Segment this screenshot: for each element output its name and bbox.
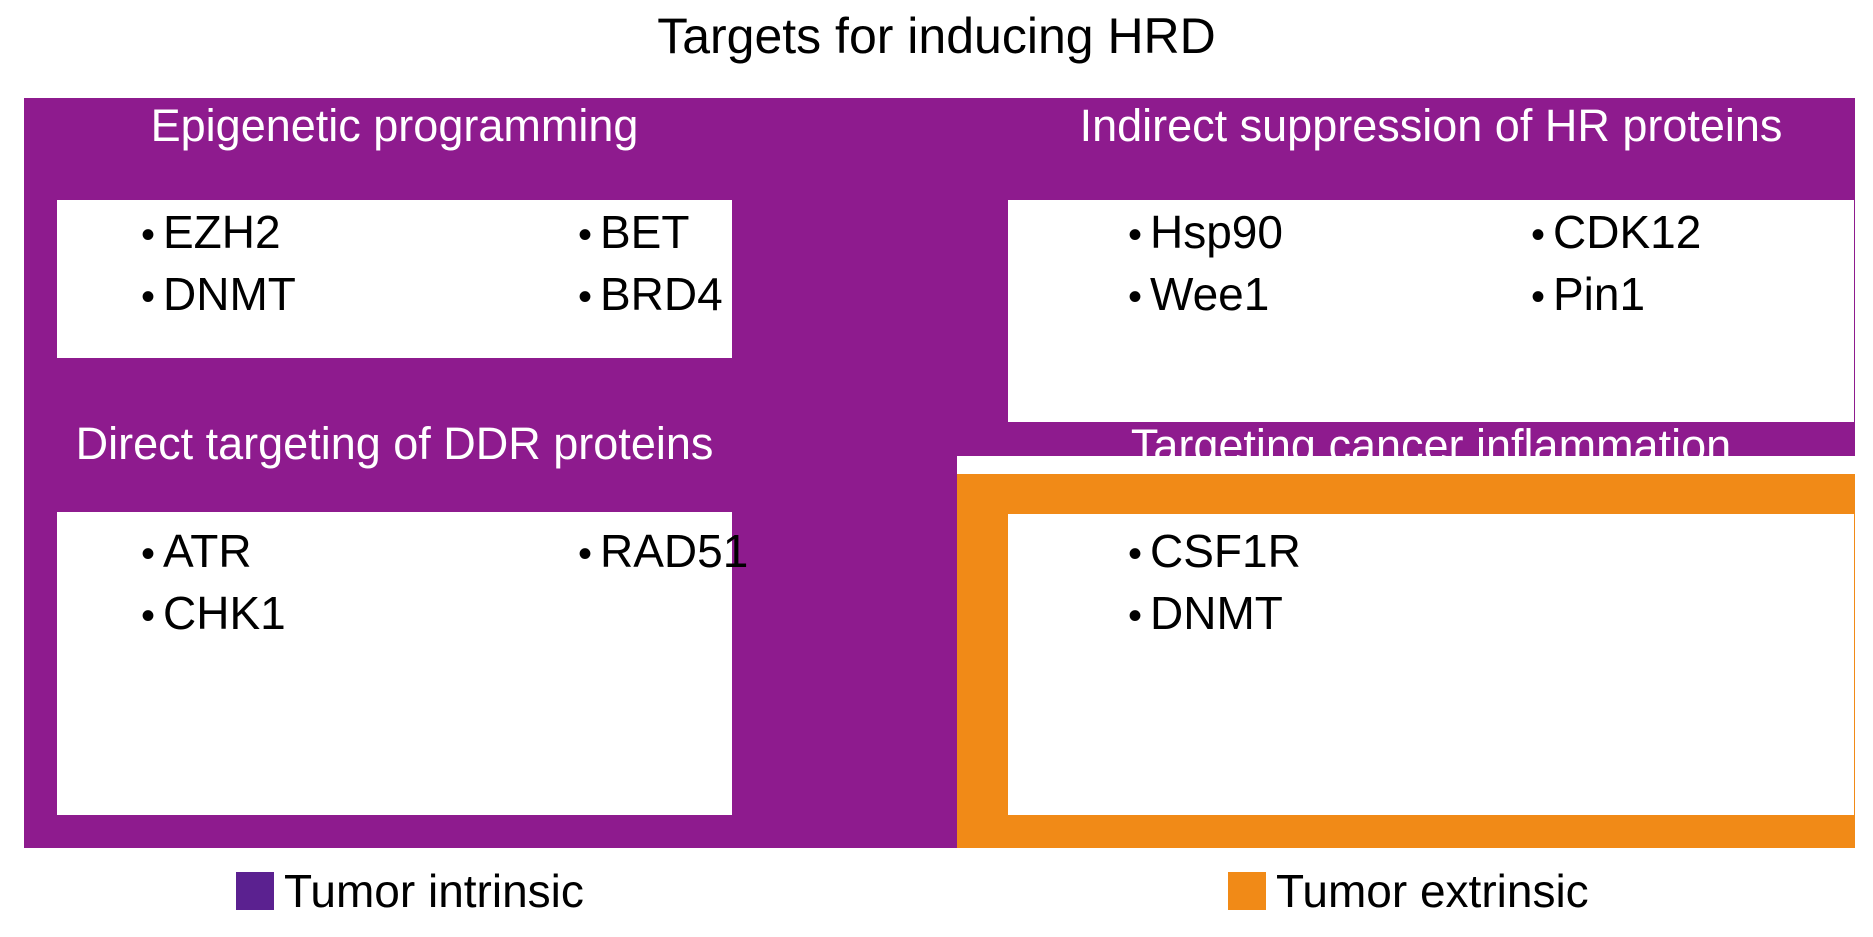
list-item: • CSF1R <box>1128 522 1301 584</box>
list-item: • BRD4 <box>578 265 723 327</box>
list-item: • DNMT <box>141 265 296 327</box>
bullet-column-epigenetic-left: • EZH2 • DNMT <box>141 203 296 327</box>
section-heading-targeting-cancer-inflammation: Targeting cancer inflammation <box>1130 420 1732 471</box>
section-heading-indirect-suppression: Indirect suppression of HR proteins <box>1079 100 1783 151</box>
list-item-label: CSF1R <box>1150 525 1301 577</box>
list-item: • EZH2 <box>141 203 296 265</box>
list-item-label: ATR <box>163 525 252 577</box>
content-box-indirect-suppression <box>1008 200 1854 422</box>
list-item: • ATR <box>141 522 286 584</box>
bullet-column-direct-left: • ATR • CHK1 <box>141 522 286 646</box>
section-heading-direct-targeting: Direct targeting of DDR proteins <box>75 418 714 469</box>
list-item-label: RAD51 <box>600 525 749 577</box>
bullet-icon: • <box>141 213 156 257</box>
content-box-epigenetic-programming <box>57 200 732 358</box>
list-item: • BET <box>578 203 723 265</box>
list-item-label: DNMT <box>163 268 296 320</box>
bullet-icon: • <box>578 213 593 257</box>
bullet-icon: • <box>141 275 156 319</box>
legend-label-tumor-intrinsic: Tumor intrinsic <box>284 865 584 917</box>
bullet-column-direct-right: • RAD51 <box>578 522 748 584</box>
section-heading-epigenetic-programming: Epigenetic programming <box>150 100 639 151</box>
bullet-column-epigenetic-right: • BET • BRD4 <box>578 203 723 327</box>
list-item-label: Pin1 <box>1553 268 1646 320</box>
list-item-label: EZH2 <box>163 206 281 258</box>
list-item-label: BET <box>600 206 690 258</box>
list-item: • DNMT <box>1128 584 1301 646</box>
bullet-column-indirect-left: • Hsp90 • Wee1 <box>1128 203 1283 327</box>
bullet-icon: • <box>1128 275 1143 319</box>
bullet-icon: • <box>1128 213 1143 257</box>
page-title: Targets for inducing HRD <box>657 8 1216 64</box>
legend-label-tumor-extrinsic: Tumor extrinsic <box>1276 865 1589 917</box>
list-item: • RAD51 <box>578 522 748 584</box>
list-item-label: CHK1 <box>163 587 286 639</box>
bullet-icon: • <box>141 532 156 576</box>
legend-swatch-tumor-extrinsic <box>1228 872 1266 910</box>
bullet-column-indirect-right: • CDK12 • Pin1 <box>1531 203 1701 327</box>
list-item-label: Wee1 <box>1150 268 1270 320</box>
list-item-label: DNMT <box>1150 587 1283 639</box>
list-item: • CDK12 <box>1531 203 1701 265</box>
bullet-icon: • <box>578 275 593 319</box>
bullet-icon: • <box>1128 594 1143 638</box>
bullet-icon: • <box>141 594 156 638</box>
list-item: • Pin1 <box>1531 265 1701 327</box>
list-item: • Wee1 <box>1128 265 1283 327</box>
list-item-label: Hsp90 <box>1150 206 1283 258</box>
bullet-column-inflammation: • CSF1R • DNMT <box>1128 522 1301 646</box>
legend-item-tumor-extrinsic: Tumor extrinsic <box>1228 868 1589 914</box>
content-box-direct-targeting <box>57 512 732 815</box>
bullet-icon: • <box>578 532 593 576</box>
content-box-targeting-cancer-inflammation <box>1008 514 1854 815</box>
list-item: • Hsp90 <box>1128 203 1283 265</box>
list-item: • CHK1 <box>141 584 286 646</box>
legend-item-tumor-intrinsic: Tumor intrinsic <box>236 868 584 914</box>
bullet-icon: • <box>1531 275 1546 319</box>
list-item-label: BRD4 <box>600 268 723 320</box>
bullet-icon: • <box>1128 532 1143 576</box>
bullet-icon: • <box>1531 213 1546 257</box>
legend-swatch-tumor-intrinsic <box>236 872 274 910</box>
list-item-label: CDK12 <box>1553 206 1702 258</box>
